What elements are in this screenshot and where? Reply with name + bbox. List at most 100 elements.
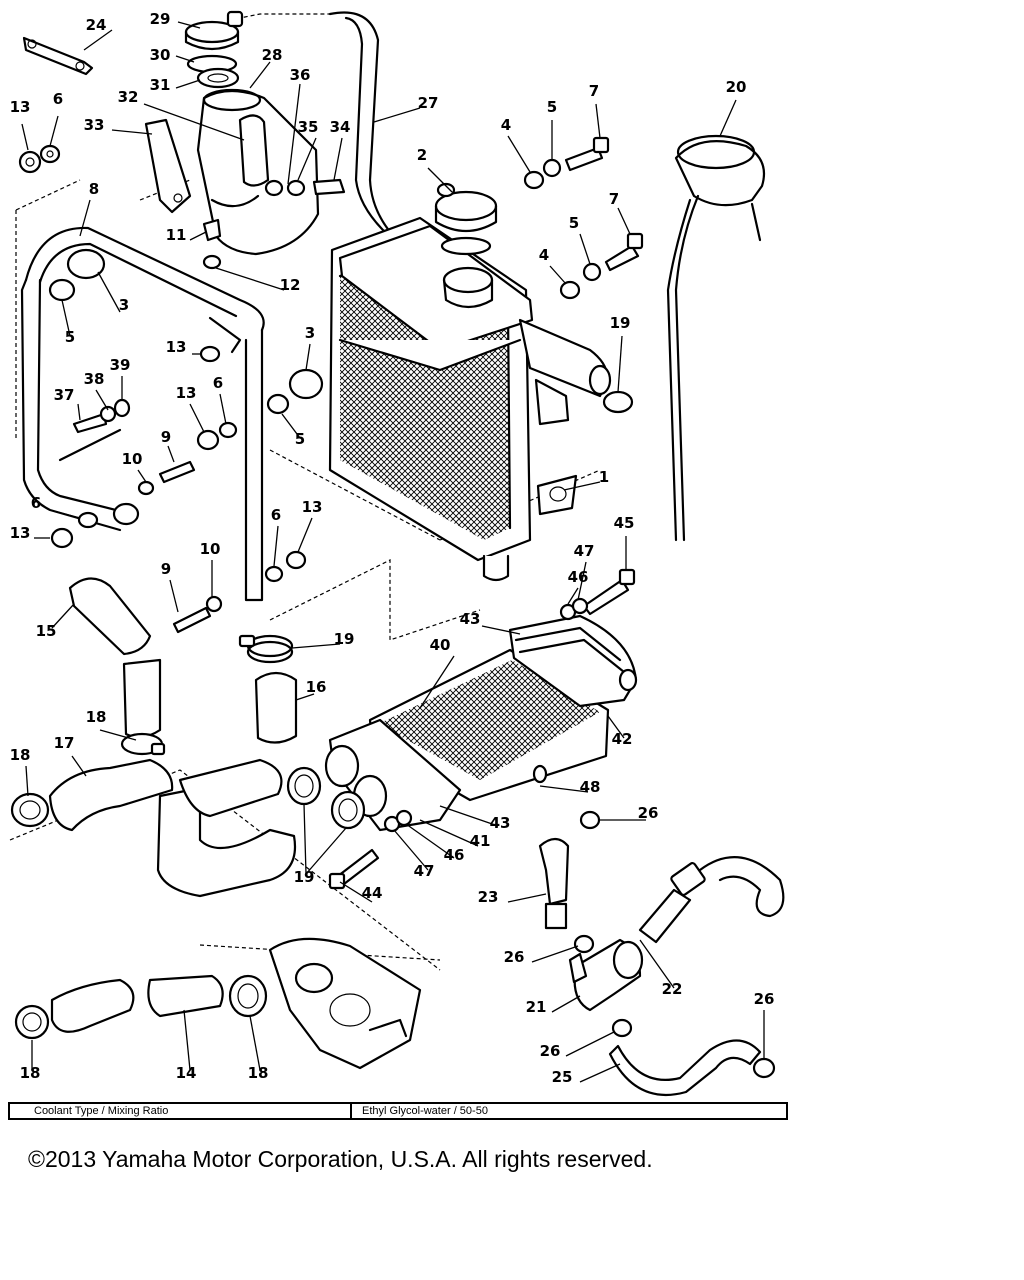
coolant-spec-label: Coolant Type / Mixing Ratio [10, 1104, 352, 1118]
part-label-6: 6 [271, 506, 281, 524]
part-label-5: 5 [65, 328, 75, 346]
part-label-18: 18 [86, 708, 107, 726]
part-label-29: 29 [150, 10, 171, 28]
part-label-26: 26 [540, 1042, 561, 1060]
part-label-8: 8 [89, 180, 99, 198]
part-label-31: 31 [150, 76, 171, 94]
part-label-13: 13 [10, 98, 31, 116]
fasteners-top [18, 144, 346, 363]
part-label-26: 26 [638, 804, 659, 822]
bolt-44 [328, 809, 413, 890]
part-label-16: 16 [306, 678, 327, 696]
radiator-frame-8 [20, 226, 265, 602]
water-pump [268, 937, 422, 1070]
part-label-3: 3 [119, 296, 129, 314]
fasteners-mid [50, 368, 324, 634]
part-label-33: 33 [84, 116, 105, 134]
part-label-9: 9 [161, 428, 171, 446]
radiator-1 [328, 216, 634, 582]
part-label-47: 47 [414, 862, 435, 880]
part-label-41: 41 [470, 832, 491, 850]
coolant-spec-table: Coolant Type / Mixing Ratio Ethyl Glycol… [8, 1102, 788, 1120]
bypass-hose-23 [538, 837, 570, 930]
part-label-25: 25 [552, 1068, 573, 1086]
hose-15 [68, 577, 152, 656]
part-label-18: 18 [20, 1064, 41, 1082]
part-label-39: 39 [110, 356, 131, 374]
copyright-notice: ©2013 Yamaha Motor Corporation, U.S.A. A… [28, 1146, 653, 1172]
reservoir-cap-29 [184, 10, 244, 89]
part-label-42: 42 [612, 730, 633, 748]
part-label-44: 44 [362, 884, 383, 902]
part-label-35: 35 [298, 118, 319, 136]
part-label-27: 27 [418, 94, 439, 112]
part-label-20: 20 [726, 78, 747, 96]
part-label-10: 10 [122, 450, 143, 468]
part-label-13: 13 [176, 384, 197, 402]
part-label-9: 9 [161, 560, 171, 578]
level-gauge-20 [666, 134, 766, 542]
part-label-4: 4 [539, 246, 549, 264]
part-label-13: 13 [10, 524, 31, 542]
part-label-47: 47 [574, 542, 595, 560]
part-label-28: 28 [262, 46, 283, 64]
part-label-22: 22 [662, 980, 683, 998]
part-label-43: 43 [460, 610, 481, 628]
radiator-cap-2 [434, 182, 498, 256]
part-label-5: 5 [569, 214, 579, 232]
part-label-5: 5 [295, 430, 305, 448]
bracket-33 [144, 118, 192, 214]
part-label-3: 3 [305, 324, 315, 342]
part-label-48: 48 [580, 778, 601, 796]
part-label-36: 36 [290, 66, 311, 84]
part-label-26: 26 [754, 990, 775, 1008]
clamp-18-mid [120, 732, 166, 756]
bolt-45 [559, 568, 636, 621]
thermostat-housing-21 [568, 938, 644, 1012]
part-label-19: 19 [294, 868, 315, 886]
part-label-30: 30 [150, 46, 171, 64]
coolant-spec-value: Ethyl Glycol-water / 50-50 [362, 1105, 488, 1117]
part-label-26: 26 [504, 948, 525, 966]
hose-17 [48, 758, 174, 832]
part-label-6: 6 [31, 494, 41, 512]
part-label-13: 13 [302, 498, 323, 516]
part-label-19: 19 [334, 630, 355, 648]
clamp-19-upper [238, 634, 294, 664]
part-label-15: 15 [36, 622, 57, 640]
radiator-exploded-diagram: 2429302831363227136333534457202811571243… [10, 10, 785, 1097]
part-label-10: 10 [200, 540, 221, 558]
part-label-40: 40 [430, 636, 451, 654]
part-label-7: 7 [589, 82, 599, 100]
part-label-12: 12 [280, 276, 301, 294]
part-label-5: 5 [547, 98, 557, 116]
leader-lines [21, 21, 765, 1083]
part-label-32: 32 [118, 88, 139, 106]
reservoir-tank-28 [196, 88, 320, 256]
clamp-18-left [10, 792, 50, 828]
part-label-4: 4 [501, 116, 511, 134]
part-label-13: 13 [166, 338, 187, 356]
part-label-23: 23 [478, 888, 499, 906]
part-label-2: 2 [417, 146, 427, 164]
part-label-14: 14 [176, 1064, 197, 1082]
part-label-6: 6 [53, 90, 63, 108]
part-label-46: 46 [444, 846, 465, 864]
mount-bolts [523, 136, 644, 300]
part-label-19: 19 [610, 314, 631, 332]
hose-14 [14, 974, 268, 1040]
part-label-38: 38 [84, 370, 105, 388]
part-label-24: 24 [86, 16, 107, 34]
part-label-18: 18 [10, 746, 31, 764]
part-label-43: 43 [490, 814, 511, 832]
bracket-24 [22, 36, 94, 76]
part-label-17: 17 [54, 734, 75, 752]
part-label-18: 18 [248, 1064, 269, 1082]
hose-25 [608, 1039, 762, 1097]
temp-sender-22 [638, 856, 785, 944]
part-label-21: 21 [526, 998, 547, 1016]
hose-16 [254, 671, 298, 744]
part-label-45: 45 [614, 514, 635, 532]
part-label-37: 37 [54, 386, 75, 404]
